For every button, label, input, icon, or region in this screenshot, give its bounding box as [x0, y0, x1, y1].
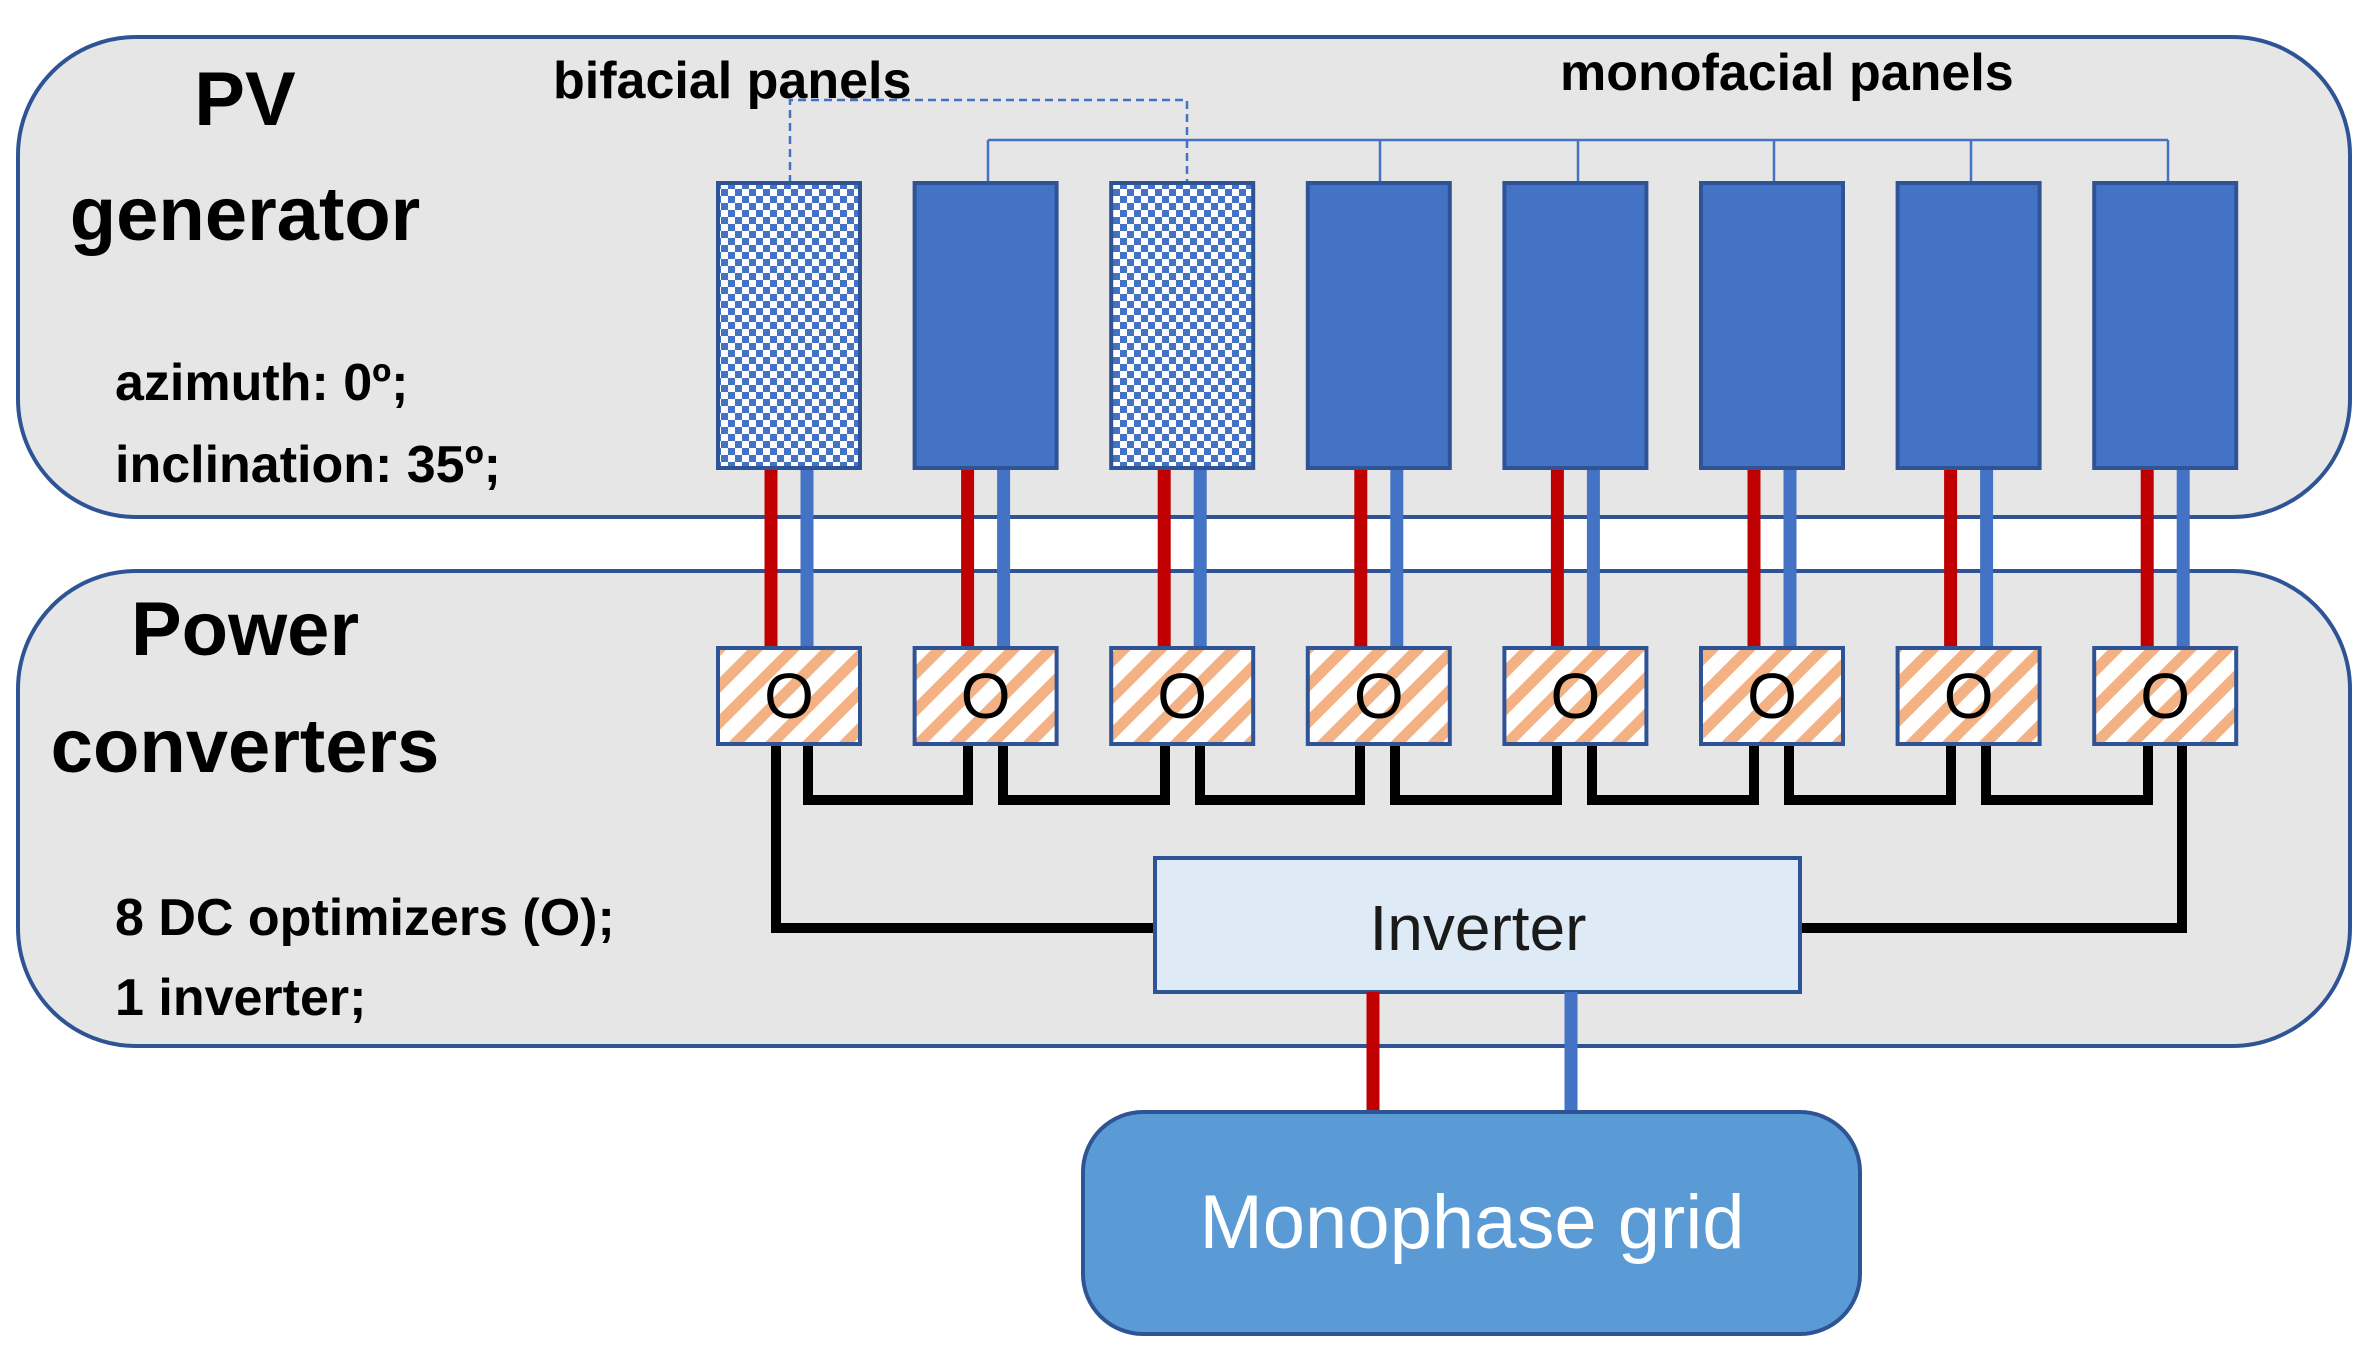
bifacial-panels-label: bifacial panels — [553, 52, 911, 110]
monophase-grid-label: Monophase grid — [1199, 1180, 1744, 1265]
monofacial-panel — [912, 181, 1059, 470]
dc-optimizer-box — [1699, 646, 1845, 746]
dc-optimizer-label: O — [1157, 660, 1207, 732]
dc-optimizer-box — [2092, 646, 2239, 746]
bifacial-connector — [788, 98, 1189, 183]
monophase-grid-box — [1081, 1110, 1862, 1336]
monofacial-panel — [1305, 181, 1452, 470]
dc-optimizer-label: O — [1944, 660, 1994, 732]
monofacial-panels-label: monofacial panels — [1560, 44, 2014, 102]
dc-optimizer-label: O — [1551, 660, 1601, 732]
monofacial-panel — [1895, 181, 2042, 470]
dc-optimizer-label: O — [961, 660, 1011, 732]
dc-optimizer-box — [1502, 646, 1649, 746]
converters-title-line2: converters — [51, 704, 440, 789]
bifacial-panel — [716, 181, 862, 470]
monofacial-panel — [1502, 181, 1649, 470]
inverter-count-label: 1 inverter; — [115, 969, 366, 1027]
monofacial-connector — [986, 138, 2170, 183]
pv-title-line1: PV — [194, 57, 296, 142]
bifacial-panel — [1109, 181, 1256, 470]
dc-optimizer-box — [912, 646, 1059, 746]
inverter-box — [1153, 856, 1802, 994]
dc-optimizer-box — [1305, 646, 1452, 746]
dc-optimizer-label: O — [1354, 660, 1404, 732]
dc-optimizer-label: O — [2140, 660, 2190, 732]
converters-title-line1: Power — [131, 587, 359, 672]
dc-optimizer-box — [1895, 646, 2042, 746]
dc-bus — [771, 742, 2187, 933]
dc-optimizer-label: O — [764, 660, 814, 732]
dc-optimizer-box — [716, 646, 862, 746]
monofacial-panel — [2092, 181, 2239, 470]
dc-optimizer-label: O — [1747, 660, 1797, 732]
optimizers-count-label: 8 DC optimizers (O); — [115, 889, 615, 947]
monofacial-panel — [1699, 181, 1845, 470]
inverter-label: Inverter — [1370, 892, 1587, 964]
pv-title-line2: generator — [70, 172, 421, 257]
azimuth-label: azimuth: 0º; — [115, 354, 408, 412]
dc-optimizer-box — [1109, 646, 1256, 746]
inclination-label: inclination: 35º; — [115, 436, 501, 494]
